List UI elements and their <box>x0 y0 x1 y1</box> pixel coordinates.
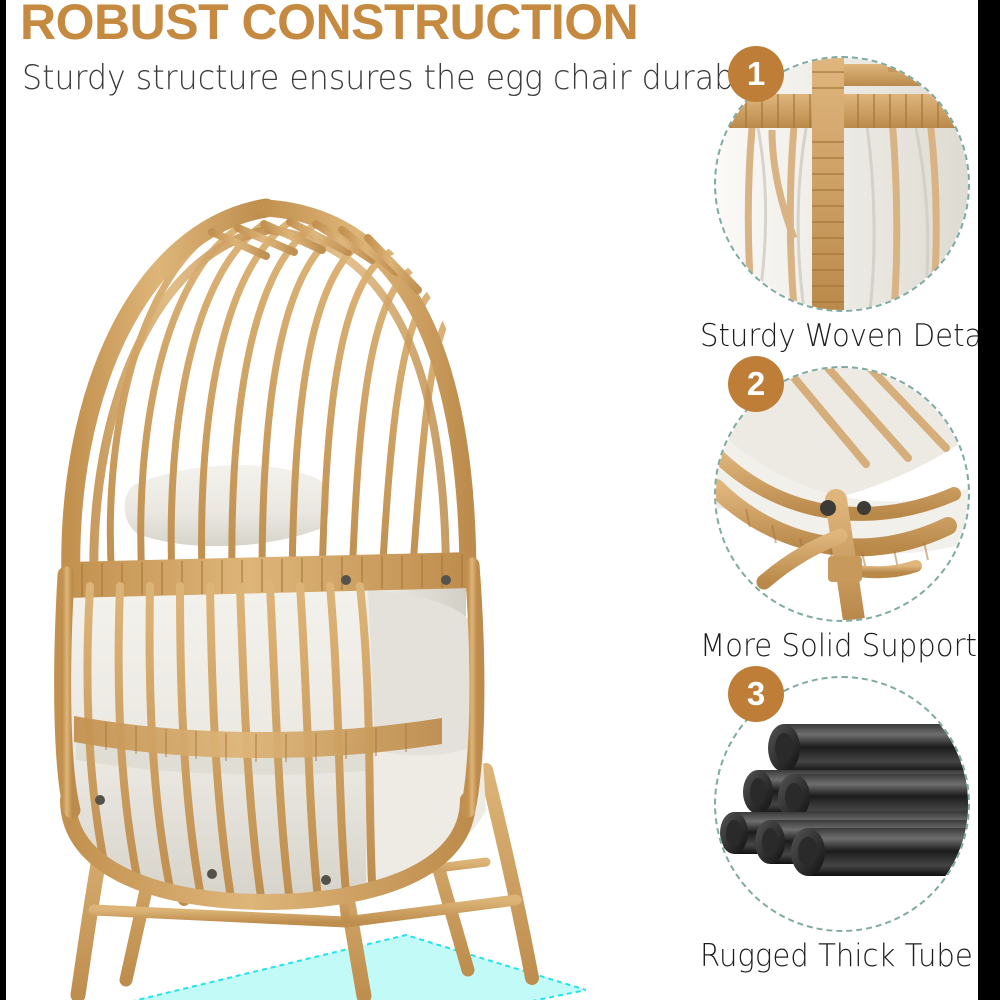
page-title: ROBUST CONSTRUCTION <box>20 0 639 50</box>
feature-2-image-wrap <box>714 366 970 622</box>
page-subtitle: Sturdy structure ensures the egg chair d… <box>22 58 763 98</box>
feature-2-badge: 2 <box>728 356 784 412</box>
feature-3-caption: Rugged Thick Tube <box>700 938 973 974</box>
right-letterbox-bar <box>978 0 1000 1000</box>
product-hero <box>16 110 706 1000</box>
egg-chair-illustration <box>16 110 706 1000</box>
content-canvas: ROBUST CONSTRUCTION Sturdy structure ens… <box>6 0 978 1000</box>
feature-3-photo <box>716 678 968 930</box>
feature-2-caption: More Solid Support <box>700 628 977 664</box>
left-letterbox-bar <box>0 0 6 1000</box>
feature-1-caption: Sturdy Woven Detail <box>700 318 978 354</box>
feature-1-badge: 1 <box>728 46 784 102</box>
feature-3-image-wrap <box>714 676 970 932</box>
feature-3-badge: 3 <box>728 666 784 722</box>
